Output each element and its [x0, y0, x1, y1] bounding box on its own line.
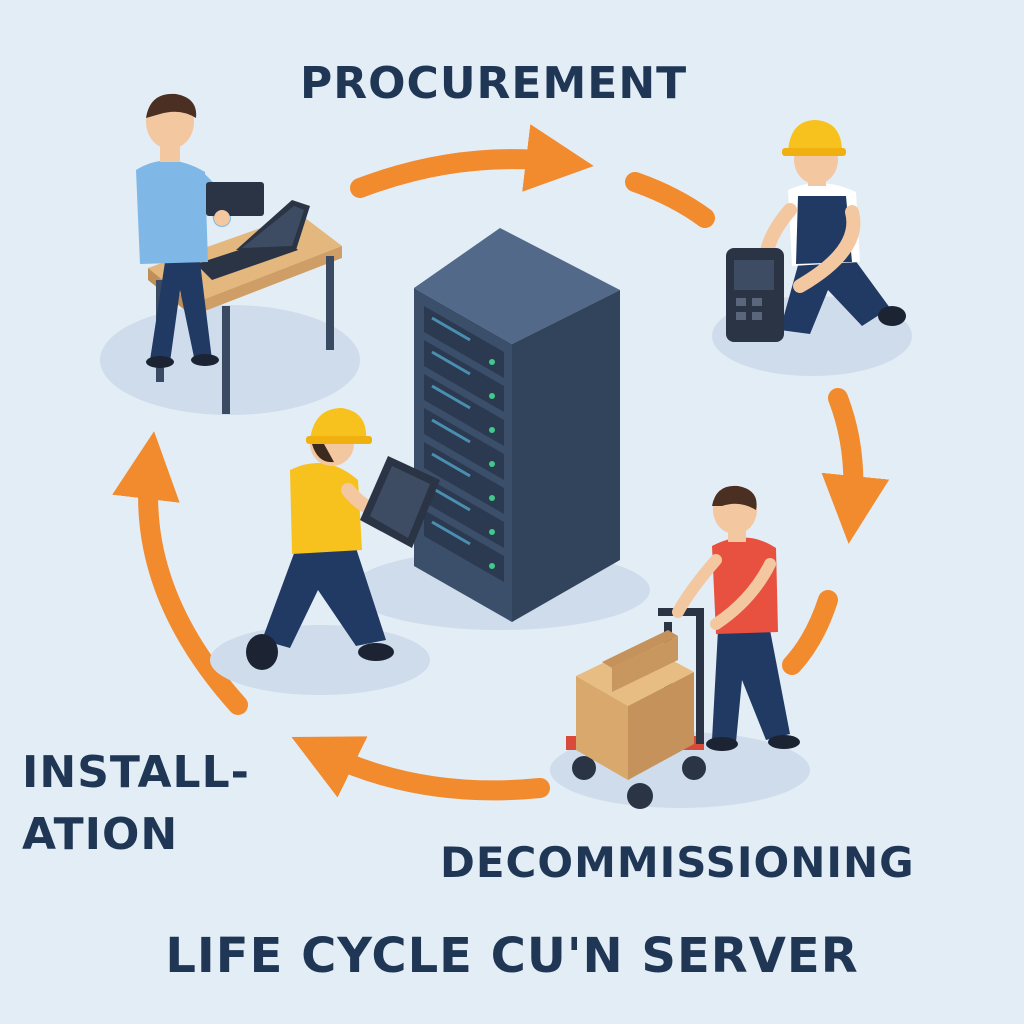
stage-label-decommissioning: DECOMMISSIONING — [440, 838, 915, 887]
diagram-title: LIFE CYCLE CU'N SERVER — [165, 928, 859, 984]
stage-label-installation-line1: INSTALL- — [22, 747, 250, 798]
server-units — [424, 306, 504, 582]
tablet-icon — [360, 456, 440, 548]
cycle-arrows — [112, 124, 890, 801]
arrow-installation-up — [112, 431, 248, 715]
installation-scene — [210, 408, 440, 695]
handheld-device-icon — [726, 248, 784, 342]
stage-label-procurement: PROCUREMENT — [300, 58, 688, 109]
stage-label-installation: INSTALL- ATION — [22, 742, 250, 866]
cardboard-box-icon — [576, 630, 694, 780]
hard-hat-icon — [306, 408, 372, 444]
arrow-dash-top-right — [625, 172, 715, 228]
arrow-right-down — [821, 388, 890, 544]
arrow-procurement-to-decommissioning — [350, 124, 594, 198]
server-rack-icon — [350, 228, 650, 630]
hard-hat-icon — [782, 120, 846, 156]
arrow-dash-lower-right — [782, 590, 838, 675]
procurement-scene — [100, 93, 360, 415]
laptop-icon — [196, 200, 310, 280]
decommissioning-scene — [550, 485, 810, 809]
arrow-decommissioning-to-installation — [291, 736, 550, 801]
inspection-scene — [712, 120, 912, 376]
stage-label-installation-line2: ATION — [22, 809, 179, 860]
